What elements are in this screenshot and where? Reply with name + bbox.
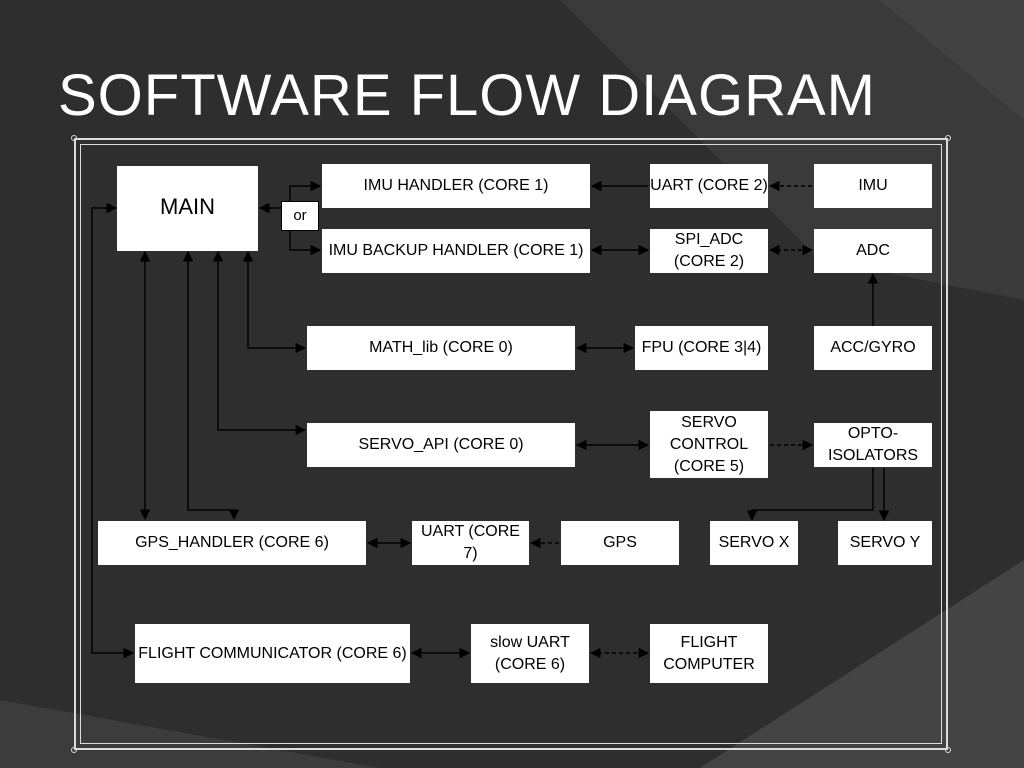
node-uart-core2: UART (CORE 2) bbox=[650, 164, 768, 208]
frame-corner-ornament bbox=[71, 135, 77, 141]
node-adc: ADC bbox=[814, 229, 932, 273]
arrow-main-flight-comm bbox=[91, 202, 135, 659]
node-slow-uart: slow UART(CORE 6) bbox=[471, 624, 589, 683]
arrow-or-imu-handler bbox=[289, 180, 322, 208]
arrow-opto-servo-x bbox=[746, 468, 874, 522]
arrow-main-gps-handler-2 bbox=[182, 250, 240, 521]
node-uart-core7: UART (CORE 7) bbox=[412, 521, 529, 565]
node-opto-isolators: OPTO-ISOLATORS bbox=[814, 423, 932, 467]
node-servo-x: SERVO X bbox=[710, 521, 798, 565]
node-or: or bbox=[281, 201, 319, 231]
node-flight-communicator: FLIGHT COMMUNICATOR (CORE 6) bbox=[135, 624, 410, 683]
node-fpu: FPU (CORE 3|4) bbox=[635, 326, 768, 370]
arrow-main-servo-api bbox=[212, 250, 307, 436]
arrow-or-imu-backup bbox=[289, 226, 322, 256]
node-imu-backup-handler: IMU BACKUP HANDLER (CORE 1) bbox=[322, 229, 590, 273]
node-gps: GPS bbox=[561, 521, 679, 565]
frame-corner-ornament bbox=[945, 135, 951, 141]
arrow-main-math-lib bbox=[242, 250, 307, 354]
node-imu: IMU bbox=[814, 164, 932, 208]
node-acc-gyro: ACC/GYRO bbox=[814, 326, 932, 370]
frame-corner-ornament bbox=[71, 747, 77, 753]
frame-corner-ornament bbox=[945, 747, 951, 753]
node-servo-y: SERVO Y bbox=[838, 521, 932, 565]
node-servo-api: SERVO_API (CORE 0) bbox=[307, 423, 575, 467]
slide-title: SOFTWARE FLOW DIAGRAM bbox=[58, 63, 876, 128]
node-math-lib: MATH_lib (CORE 0) bbox=[307, 326, 575, 370]
diagram-frame-inner bbox=[80, 144, 942, 744]
node-spi-adc: SPI_ADC(CORE 2) bbox=[650, 229, 768, 273]
node-imu-handler: IMU HANDLER (CORE 1) bbox=[322, 164, 590, 208]
diagram-frame-outer bbox=[74, 138, 948, 750]
node-gps-handler: GPS_HANDLER (CORE 6) bbox=[98, 521, 366, 565]
node-main: MAIN bbox=[117, 166, 258, 251]
